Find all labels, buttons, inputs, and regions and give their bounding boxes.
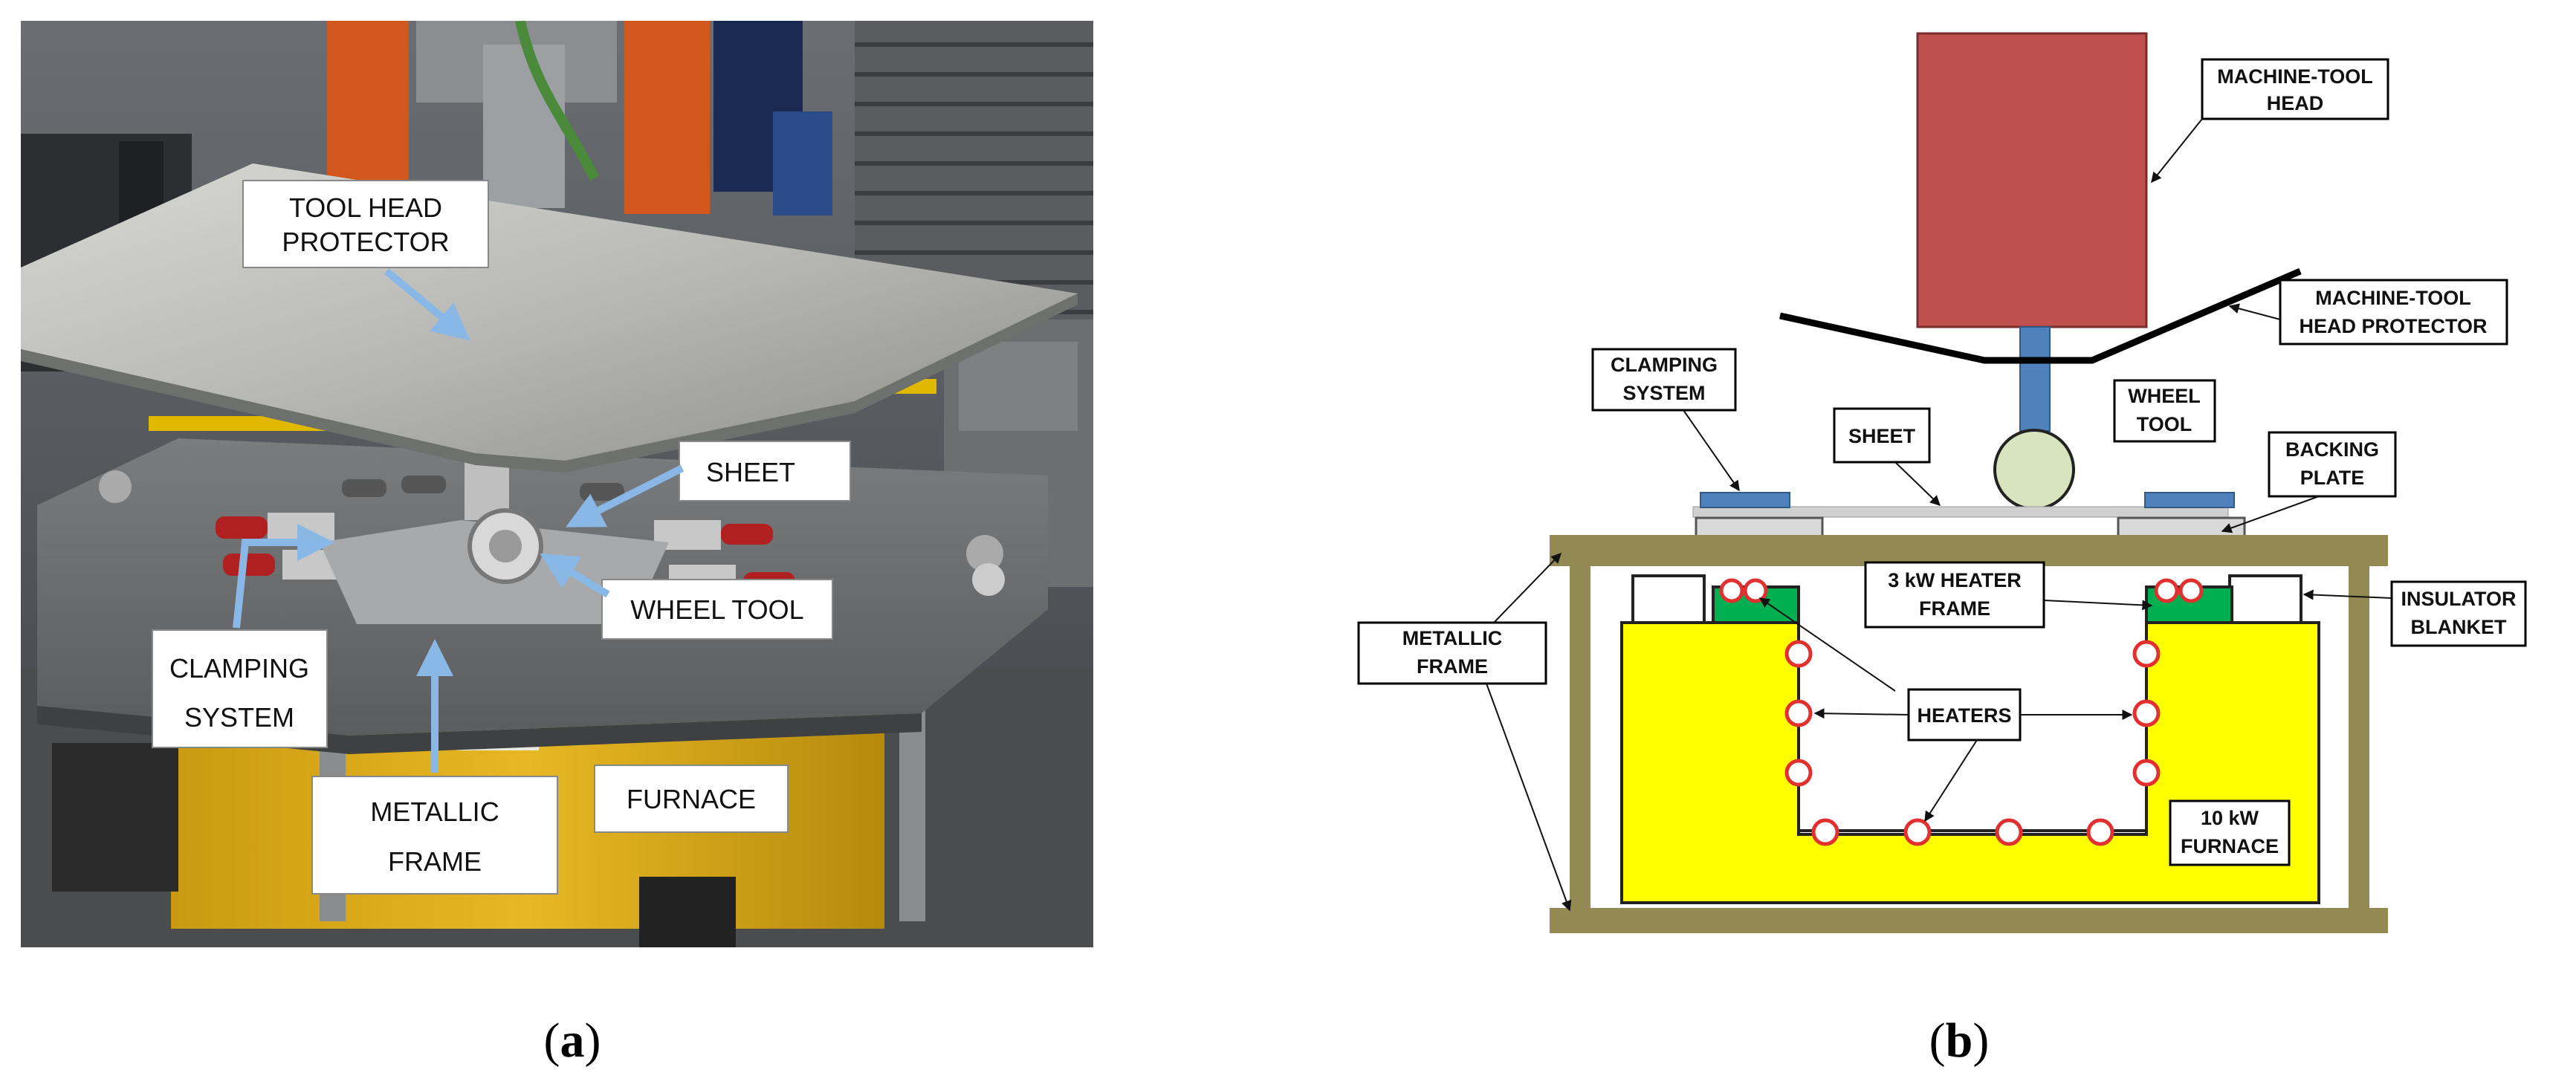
- svg-text:BLANKET: BLANKET: [2411, 616, 2507, 638]
- spindle: [2019, 326, 2051, 432]
- wheel-tool: [1993, 429, 2075, 510]
- photo-label-metallic-frame: METALLIC FRAME: [311, 776, 558, 895]
- svg-text:CLAMPING: CLAMPING: [169, 653, 309, 684]
- caption-b: (b): [1929, 1013, 1990, 1068]
- photo-label-tool-head-protector: TOOL HEAD PROTECTOR: [242, 180, 489, 268]
- svg-text:HEAD PROTECTOR: HEAD PROTECTOR: [2299, 315, 2487, 337]
- svg-text:HEATERS: HEATERS: [1917, 704, 2011, 727]
- svg-text:(b): (b): [1929, 1013, 1990, 1068]
- svg-text:SYSTEM: SYSTEM: [184, 702, 294, 733]
- svg-text:CLAMPING: CLAMPING: [1611, 354, 1718, 376]
- svg-text:HEAD: HEAD: [2267, 92, 2324, 114]
- sheet: [1692, 506, 2229, 518]
- svg-text:BACKING: BACKING: [2285, 438, 2379, 461]
- svg-text:METALLIC: METALLIC: [1402, 627, 1502, 649]
- label-sheet: SHEET: [1833, 407, 1931, 464]
- svg-text:PLATE: PLATE: [2300, 467, 2365, 489]
- label-machine-tool-head: MACHINE-TOOL HEAD: [2201, 58, 2389, 120]
- svg-text:TOOL HEAD: TOOL HEAD: [289, 192, 442, 223]
- photo-label-wheel-tool: WHEEL TOOL: [601, 579, 833, 640]
- photo-arrow: [566, 464, 685, 528]
- svg-text:SHEET: SHEET: [1848, 425, 1916, 447]
- machine-tool-head: [1916, 32, 2148, 328]
- label-metallic-frame: METALLIC FRAME: [1357, 621, 1547, 685]
- svg-text:WHEEL TOOL: WHEEL TOOL: [630, 594, 803, 625]
- label-backing-plate: BACKING PLATE: [2268, 431, 2397, 498]
- svg-text:MACHINE-TOOL: MACHINE-TOOL: [2315, 287, 2471, 309]
- svg-text:FURNACE: FURNACE: [2181, 835, 2279, 857]
- svg-text:10 kW: 10 kW: [2201, 807, 2259, 829]
- photo-panel: TOOL HEAD PROTECTOR SHEET WHEEL TOOL CLA…: [21, 21, 1093, 947]
- photo-label-furnace: FURNACE: [594, 765, 789, 833]
- clamp-left: [1700, 492, 1790, 508]
- label-furnace: 10 kW FURNACE: [2169, 799, 2291, 866]
- svg-text:METALLIC: METALLIC: [370, 796, 499, 827]
- svg-text:INSULATOR: INSULATOR: [2401, 588, 2517, 610]
- svg-text:FURNACE: FURNACE: [627, 784, 756, 814]
- svg-text:WHEEL: WHEEL: [2128, 385, 2201, 407]
- label-insulator-blanket: INSULATOR BLANKET: [2390, 580, 2527, 647]
- svg-text:FRAME: FRAME: [388, 846, 482, 877]
- svg-text:TOOL: TOOL: [2137, 413, 2192, 435]
- svg-text:MACHINE-TOOL: MACHINE-TOOL: [2217, 65, 2373, 88]
- svg-text:SHEET: SHEET: [706, 457, 795, 487]
- svg-text:(a): (a): [544, 1013, 601, 1068]
- insulator-blanket-right: [2228, 574, 2302, 624]
- schematic-panel: MACHINE-TOOL HEAD MACHINE-TOOL HEAD PROT…: [1357, 32, 2527, 933]
- photo-arrow: [540, 553, 610, 598]
- svg-text:SYSTEM: SYSTEM: [1622, 382, 1705, 404]
- svg-text:FRAME: FRAME: [1417, 655, 1488, 678]
- svg-text:PROTECTOR: PROTECTOR: [282, 227, 449, 257]
- svg-text:FRAME: FRAME: [1919, 597, 1990, 620]
- photo-arrow: [384, 268, 470, 341]
- label-wheel-tool: WHEEL TOOL: [2113, 379, 2216, 443]
- heaters: [1719, 578, 2204, 846]
- photo-label-sheet: SHEET: [679, 441, 851, 502]
- label-machine-tool-head-protector: MACHINE-TOOL HEAD PROTECTOR: [2279, 279, 2508, 345]
- photo-label-clamping-system: CLAMPING SYSTEM: [152, 629, 328, 748]
- insulator-blanket-left: [1631, 574, 1706, 624]
- label-heater-frame: 3 kW HEATER FRAME: [1864, 561, 2045, 629]
- label-heaters: HEATERS: [1907, 688, 2022, 742]
- clamp-right: [2144, 492, 2235, 508]
- svg-text:3 kW HEATER: 3 kW HEATER: [1888, 569, 2022, 591]
- metallic-frame: [1550, 535, 2388, 933]
- photo-arrow: [233, 524, 334, 629]
- label-clamping-system: CLAMPING SYSTEM: [1591, 348, 1737, 412]
- machine-tool-head-protector: [1779, 267, 2302, 364]
- caption-a: (a): [544, 1013, 601, 1068]
